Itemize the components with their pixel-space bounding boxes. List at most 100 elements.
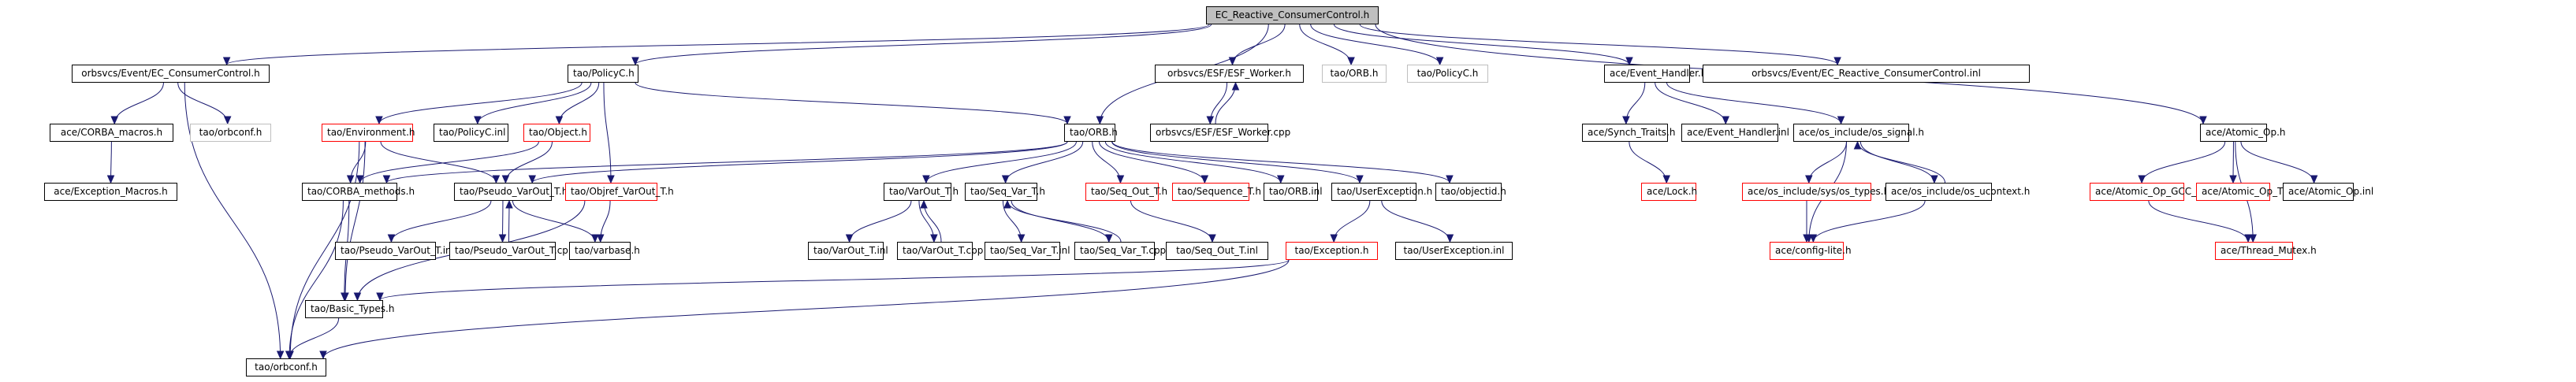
node-basic-types-h[interactable]: tao/Basic_Types.h <box>305 300 394 318</box>
node-atomic-op-inl[interactable]: ace/Atomic_Op.inl <box>2283 183 2373 201</box>
arrowhead-basic_types-to-orbconf <box>285 350 293 360</box>
arrowhead-seq_var_h-to-seq_var_cpp <box>1105 234 1113 243</box>
node-orb-h[interactable]: tao/ORB.h <box>1064 124 1118 142</box>
node-environment-h[interactable]: tao/Environment.h <box>322 124 415 142</box>
edge-ec_consumercontrol-to-corba_macros <box>114 82 164 124</box>
arrowhead-varout_h-to-varout_cpp <box>930 234 938 243</box>
node-os-ucontext-h[interactable]: ace/os_include/os_ucontext.h <box>1885 183 2030 201</box>
edge-event_handler_h-to-os_signal <box>1666 82 1842 124</box>
node-varout-t-cpp[interactable]: tao/VarOut_T.cpp <box>897 242 983 260</box>
edge-event_handler_h-to-event_handler_inl <box>1655 82 1726 124</box>
node-atomic-op-t-h[interactable]: ace/Atomic_Op_T.h <box>2196 183 2291 201</box>
node-pseudo-varout-t-h[interactable]: tao/Pseudo_VarOut_T.h <box>454 183 568 201</box>
arrowhead-pseudo_varout_h-to-pseudo_varout_inl <box>387 234 396 243</box>
edge-root-to-event_handler_h <box>1333 24 1630 65</box>
arrowhead-atomic_op_h-to-atomic_t <box>2229 175 2237 184</box>
arrowhead-orb_h-to-userexception_h <box>1356 175 1364 184</box>
node-varbase-h[interactable]: tao/varbase.h <box>569 242 640 260</box>
edge-varout_h-to-varout_inl <box>849 200 912 243</box>
node-os-types-h[interactable]: ace/os_include/sys/os_types.h <box>1742 183 1889 201</box>
node-varout-t-inl[interactable]: tao/VarOut_T.inl <box>808 242 888 260</box>
arrowhead-root-to-policyc_h_ext <box>1435 57 1444 66</box>
edge-orb_h-to-seq_out_h <box>1092 141 1121 184</box>
node-pseudo-varout-t-inl[interactable]: tao/Pseudo_VarOut_T.inl <box>335 242 454 260</box>
edge-root-to-ec_consumercontrol <box>226 24 1210 65</box>
edge-root-to-policyc_h <box>635 24 1212 65</box>
node-seq-var-t-h[interactable]: tao/Seq_Var_T.h <box>965 183 1045 201</box>
node-objectid-h[interactable]: tao/objectid.h <box>1435 183 1506 201</box>
node-config-lite-h[interactable]: ace/config-lite.h <box>1770 242 1852 260</box>
edge-seq_var_h-to-seq_var_cpp <box>1011 200 1110 243</box>
node-ec-consumercontrol[interactable]: orbsvcs/Event/EC_ConsumerControl.h <box>72 65 270 83</box>
node-orb-inl[interactable]: tao/ORB.inl <box>1264 183 1323 201</box>
edge-object_h-to-pseudo_varout_h <box>504 141 553 184</box>
arrowhead-environment-to-pseudo_varout_h <box>492 175 501 184</box>
node-synch-traits-h[interactable]: ace/Synch_Traits.h <box>1582 124 1675 142</box>
node-event-handler-h[interactable]: ace/Event_Handler.h <box>1604 65 1707 83</box>
arrowhead-orb_h-to-sequence_t <box>1201 175 1209 184</box>
edge-corba_methods-to-orbconf <box>288 200 344 359</box>
edge-atomic_op_h-to-atomic_inl <box>2240 141 2315 184</box>
arrowhead-root-to-orb_h <box>1096 116 1104 125</box>
node-seq-out-t-inl[interactable]: tao/Seq_Out_T.inl <box>1166 242 1268 260</box>
node-userexception-inl[interactable]: tao/UserException.inl <box>1395 242 1513 260</box>
edge-policyc_h-to-policyc_inl <box>477 82 592 124</box>
node-atomic-op-h[interactable]: ace/Atomic_Op.h <box>2200 124 2286 142</box>
arrowhead-orb_h-to-seq_out_h <box>1116 175 1125 184</box>
node-seq-var-t-inl[interactable]: tao/Seq_Var_T.inl <box>985 242 1070 260</box>
arrowhead-seq_var_cpp-to-seq_var_h <box>1003 199 1011 209</box>
edge-seq_var_cpp-to-seq_var_h <box>1007 200 1122 243</box>
arrowhead-root-to-event_handler_h <box>1625 57 1633 66</box>
node-corba-macros-h[interactable]: ace/CORBA_macros.h <box>50 124 173 142</box>
node-lock-h[interactable]: ace/Lock.h <box>1641 183 1697 201</box>
node-esf-worker-h[interactable]: orbsvcs/ESF/ESF_Worker.h <box>1155 65 1304 83</box>
arrowhead-esf_worker_cpp-to-esf_worker_h <box>1231 81 1240 91</box>
node-pseudo-varout-t-cpp[interactable]: tao/Pseudo_VarOut_T.cpp <box>449 242 575 260</box>
arrowhead-varout_h-to-varout_inl <box>845 234 854 243</box>
arrowhead-root-to-atomic_op_h <box>2199 116 2207 125</box>
node-userexception-h[interactable]: tao/UserException.h <box>1331 183 1432 201</box>
node-os-signal-h[interactable]: ace/os_include/os_signal.h <box>1793 124 1924 142</box>
edge-basic_types-to-orbconf <box>288 317 340 359</box>
arrowhead-ec_consumercontrol-to-corba_macros <box>110 116 119 125</box>
node-sequence-t-h[interactable]: tao/Sequence_T.h <box>1172 183 1261 201</box>
arrowhead-synch_traits-to-lock_h <box>1662 175 1670 184</box>
node-exception-macros-h[interactable]: ace/Exception_Macros.h <box>44 183 177 201</box>
arrowhead-policyc_h-to-policyc_inl <box>474 116 482 125</box>
node-objref-varout-t-h[interactable]: tao/Objref_VarOut_T.h <box>565 183 674 201</box>
node-varout-t-h[interactable]: tao/VarOut_T.h <box>884 183 959 201</box>
node-object-h[interactable]: tao/Object.h <box>523 124 590 142</box>
node-atomic-op-gcc-t-h[interactable]: ace/Atomic_Op_GCC_T.h <box>2090 183 2210 201</box>
arrowhead-atomic_op_h-to-thread_mutex <box>2249 234 2257 243</box>
edge-root-to-ec_reactive_inl <box>1359 24 1838 65</box>
node-orbconf-h-external[interactable]: tao/orbconf.h <box>190 124 271 142</box>
arrowhead-policyc_h-to-object_h <box>555 116 564 125</box>
edge-policyc_h-to-objref_varout <box>603 82 612 184</box>
node-exception-h[interactable]: tao/Exception.h <box>1286 242 1378 260</box>
edge-userexception_h-to-userexception_inl <box>1381 200 1450 243</box>
arrowhead-seq_var_h-to-seq_var_inl <box>1017 234 1026 243</box>
arrowhead-os_ucontext-to-config_lite <box>1809 234 1818 243</box>
arrowhead-os_signal-to-os_ucontext <box>1930 175 1938 184</box>
arrowhead-pseudo_varout_h-to-varbase <box>591 234 599 243</box>
arrowhead-atomic_op_h-to-atomic_gcc <box>2138 175 2146 184</box>
node-thread-mutex-h[interactable]: ace/Thread_Mutex.h <box>2215 242 2317 260</box>
arrowhead-root-to-orb_h_ext <box>1347 57 1355 66</box>
node-policyc-h[interactable]: tao/PolicyC.h <box>568 65 638 83</box>
edge-policyc_h-to-object_h <box>558 82 600 124</box>
node-orbconf-h[interactable]: tao/orbconf.h <box>246 358 326 376</box>
node-orb-h-external[interactable]: tao/ORB.h <box>1322 65 1387 83</box>
arrowhead-esf_worker_h-to-esf_worker_cpp <box>1206 116 1215 125</box>
node-policyc-h-external[interactable]: tao/PolicyC.h <box>1407 65 1488 83</box>
edge-orb_h-to-userexception_h <box>1111 141 1361 184</box>
node-event-handler-inl[interactable]: ace/Event_Handler.inl <box>1681 124 1789 142</box>
node-seq-var-t-cpp[interactable]: tao/Seq_Var_T.cpp <box>1074 242 1166 260</box>
edge-exception_h-to-basic_types <box>379 259 1290 301</box>
node-corba-methods-h[interactable]: tao/CORBA_methods.h <box>302 183 415 201</box>
node-esf-worker-cpp[interactable]: orbsvcs/ESF/ESF_Worker.cpp <box>1150 124 1290 142</box>
node-ec-reactive-consumercontrol-inl[interactable]: orbsvcs/Event/EC_Reactive_ConsumerContro… <box>1703 65 2030 83</box>
node-policyc-inl[interactable]: tao/PolicyC.inl <box>434 124 508 142</box>
edge-atomic_op_h-to-atomic_gcc <box>2141 141 2226 184</box>
node-seq-out-t-h[interactable]: tao/Seq_Out_T.h <box>1085 183 1167 201</box>
arrowhead-root-to-ec_consumercontrol <box>222 57 231 66</box>
